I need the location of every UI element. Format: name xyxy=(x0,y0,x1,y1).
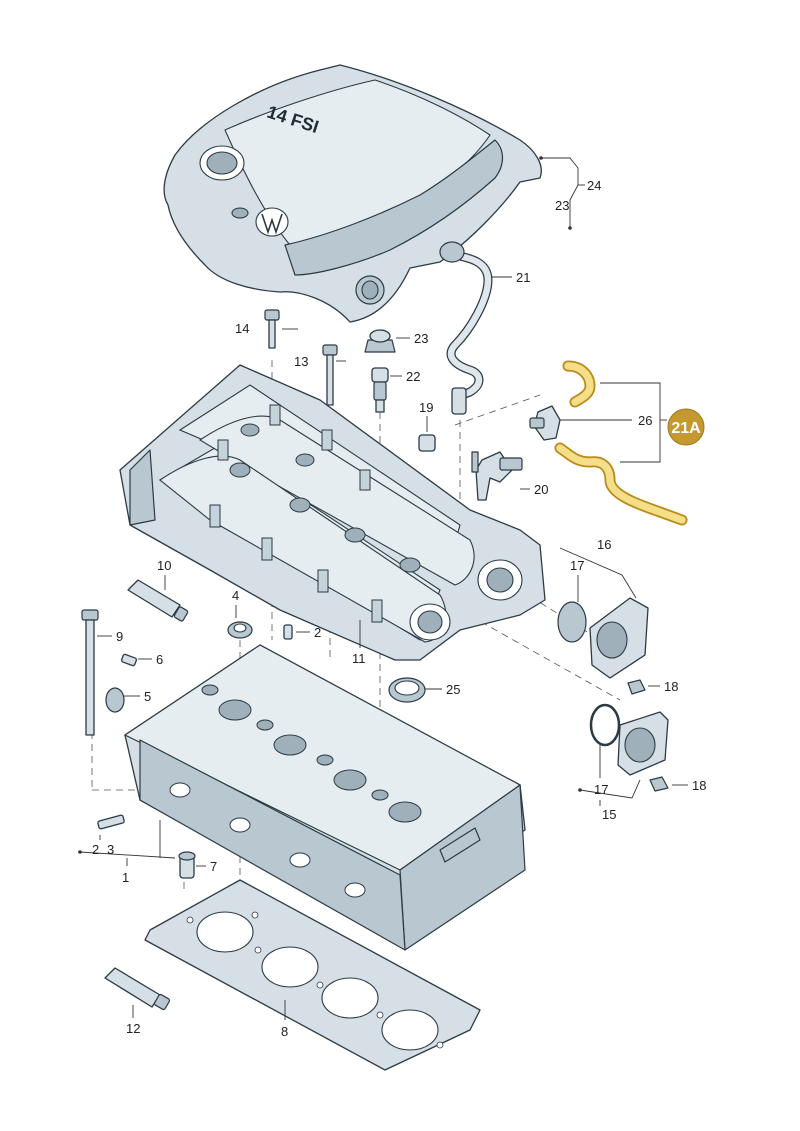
cover-16 xyxy=(557,597,649,695)
label-7[interactable]: 7 xyxy=(210,859,217,874)
cylinder-head xyxy=(123,644,526,951)
pin-2 xyxy=(283,624,293,640)
head-gasket xyxy=(144,879,481,1071)
label-3[interactable]: 3 xyxy=(107,842,114,857)
label-24[interactable]: 24 xyxy=(587,178,601,193)
label-5[interactable]: 5 xyxy=(144,689,151,704)
label-17-top[interactable]: 17 xyxy=(570,558,584,573)
label-25[interactable]: 25 xyxy=(446,682,460,697)
label-2-stud[interactable]: 2 xyxy=(92,842,99,857)
label-14[interactable]: 14 xyxy=(235,321,249,336)
label-18-top[interactable]: 18 xyxy=(664,679,678,694)
sleeve-7 xyxy=(178,851,196,879)
vent-hose xyxy=(439,241,493,415)
label-13[interactable]: 13 xyxy=(294,354,308,369)
label-2-pin[interactable]: 2 xyxy=(314,625,321,640)
label-4[interactable]: 4 xyxy=(232,588,239,603)
label-23-cover[interactable]: 23 xyxy=(555,198,569,213)
bolts-top xyxy=(264,309,338,406)
label-16[interactable]: 16 xyxy=(597,537,611,552)
badge-text: 21A xyxy=(671,420,701,437)
seal-4 xyxy=(227,621,253,639)
leader-dots xyxy=(78,156,582,854)
sealant-tube-10 xyxy=(127,579,189,622)
engine-cover: 14 FSI xyxy=(163,64,542,323)
label-26[interactable]: 26 xyxy=(638,413,652,428)
seal-ring-25 xyxy=(388,677,426,703)
sleeve-6 xyxy=(120,653,138,667)
pcv-valve xyxy=(529,405,561,441)
label-22[interactable]: 22 xyxy=(406,369,420,384)
callout-labels: 24 23 21 14 13 23 22 19 26 20 16 17 10 4… xyxy=(92,178,706,1039)
label-9[interactable]: 9 xyxy=(116,629,123,644)
label-20[interactable]: 20 xyxy=(534,482,548,497)
label-21[interactable]: 21 xyxy=(516,270,530,285)
label-11[interactable]: 11 xyxy=(352,651,366,666)
plug-5 xyxy=(105,687,125,713)
sensor-20 xyxy=(471,451,523,501)
leader-lines xyxy=(79,157,688,1020)
label-17-bottom[interactable]: 17 xyxy=(594,782,608,797)
camshaft-housing xyxy=(119,364,546,661)
label-1[interactable]: 1 xyxy=(122,870,129,885)
sealant-tube-12 xyxy=(104,967,171,1011)
cap-19 xyxy=(418,434,436,452)
label-23[interactable]: 23 xyxy=(414,331,428,346)
label-6[interactable]: 6 xyxy=(156,652,163,667)
sensor-parts xyxy=(364,329,396,413)
bolt-9 xyxy=(81,609,99,736)
label-8[interactable]: 8 xyxy=(281,1024,288,1039)
label-18-bottom[interactable]: 18 xyxy=(692,778,706,793)
label-19[interactable]: 19 xyxy=(419,400,433,415)
highlighted-hoses xyxy=(554,360,688,526)
label-10[interactable]: 10 xyxy=(157,558,171,573)
label-12[interactable]: 12 xyxy=(126,1021,140,1036)
label-15[interactable]: 15 xyxy=(602,807,616,822)
cover-15 xyxy=(589,703,669,792)
stud-2-3 xyxy=(97,814,125,830)
part-badge-21a[interactable]: 21A xyxy=(667,408,705,446)
